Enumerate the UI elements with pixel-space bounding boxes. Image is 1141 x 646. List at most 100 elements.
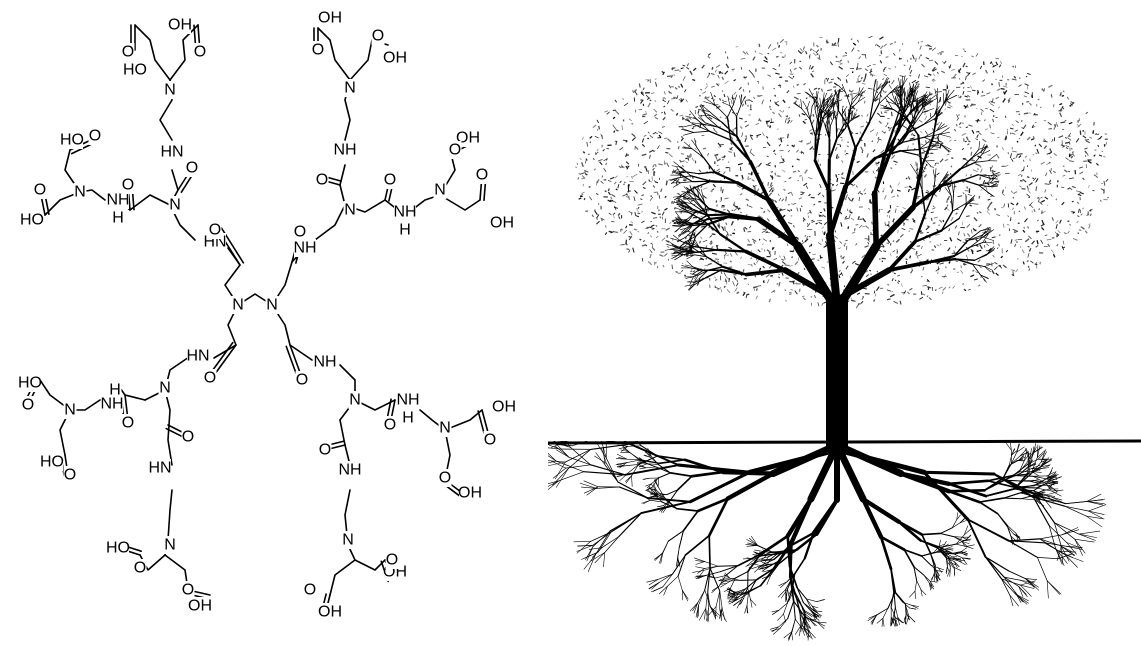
- foliage-mark: [819, 55, 820, 59]
- foliage-mark: [758, 250, 761, 252]
- foliage-mark: [1088, 212, 1089, 215]
- foliage-mark: [788, 118, 791, 120]
- root-segment: [1059, 551, 1076, 552]
- foliage-mark: [594, 169, 595, 171]
- foliage-mark: [938, 92, 942, 93]
- foliage-mark: [630, 231, 632, 235]
- foliage-mark: [1023, 230, 1025, 232]
- root-segment: [679, 465, 750, 472]
- foliage-mark: [791, 289, 794, 290]
- foliage-mark: [1032, 210, 1033, 212]
- foliage-mark: [935, 61, 938, 64]
- foliage-mark: [669, 154, 672, 157]
- foliage-mark: [1069, 106, 1071, 107]
- foliage-mark: [632, 137, 636, 140]
- foliage-mark: [635, 212, 636, 215]
- foliage-mark: [752, 73, 755, 77]
- foliage-mark: [768, 163, 771, 165]
- root-segment: [932, 574, 934, 581]
- foliage-mark: [693, 271, 695, 272]
- foliage-mark: [850, 276, 851, 279]
- foliage-mark: [1012, 133, 1015, 134]
- foliage-mark: [793, 225, 794, 227]
- foliage-mark: [991, 166, 992, 169]
- foliage-mark: [810, 147, 813, 150]
- foliage-mark: [599, 126, 600, 129]
- foliage-mark: [763, 266, 765, 268]
- foliage-mark: [843, 56, 848, 57]
- foliage-mark: [1099, 155, 1102, 156]
- foliage-mark: [736, 113, 737, 115]
- foliage-mark: [836, 56, 837, 58]
- foliage-mark: [903, 126, 907, 129]
- foliage-mark: [970, 86, 971, 89]
- foliage-mark: [819, 222, 822, 224]
- foliage-mark: [846, 79, 847, 83]
- foliage-mark: [974, 279, 978, 280]
- foliage-mark: [840, 64, 843, 65]
- root-segment: [922, 556, 931, 565]
- foliage-mark: [842, 139, 843, 141]
- root-segment: [1009, 541, 1045, 543]
- chemical-bond: [330, 560, 355, 595]
- root-segment: [1088, 511, 1102, 518]
- foliage-mark: [984, 119, 985, 121]
- foliage-mark: [1097, 173, 1098, 175]
- foliage-mark: [1055, 232, 1057, 234]
- foliage-mark: [579, 198, 582, 199]
- root-segment: [745, 605, 747, 613]
- foliage-mark: [638, 231, 639, 232]
- foliage-mark: [653, 185, 655, 187]
- foliage-mark: [1002, 75, 1003, 77]
- foliage-mark: [725, 71, 728, 75]
- foliage-mark: [757, 286, 761, 287]
- foliage-mark: [804, 268, 805, 270]
- foliage-mark: [909, 66, 910, 71]
- atom-label-o: O: [22, 397, 34, 414]
- atom-label-o: O: [182, 582, 194, 599]
- foliage-mark: [752, 239, 756, 241]
- foliage-mark: [754, 97, 755, 99]
- foliage-mark: [1083, 136, 1086, 138]
- foliage-mark: [824, 208, 825, 211]
- foliage-mark: [1069, 136, 1071, 137]
- root-segment: [968, 519, 1009, 540]
- branch-segment: [709, 131, 730, 140]
- foliage-mark: [735, 252, 738, 256]
- root-segment: [809, 631, 812, 639]
- foliage-mark: [1032, 241, 1035, 244]
- foliage-mark: [844, 245, 845, 247]
- foliage-mark: [800, 289, 801, 292]
- branch-segment: [935, 168, 936, 180]
- foliage-mark: [664, 91, 665, 94]
- root-segment: [949, 481, 988, 484]
- foliage-mark: [1102, 151, 1104, 152]
- root-segment: [1009, 541, 1038, 558]
- foliage-mark: [982, 139, 986, 142]
- foliage-mark: [1019, 211, 1020, 212]
- foliage-mark: [1072, 201, 1074, 202]
- branch-segment: [903, 76, 906, 88]
- foliage-mark: [990, 109, 994, 112]
- foliage-mark: [643, 188, 646, 189]
- foliage-mark: [715, 279, 717, 280]
- foliage-mark: [662, 212, 664, 216]
- foliage-mark: [722, 77, 724, 80]
- foliage-mark: [885, 110, 889, 111]
- foliage-mark: [680, 115, 684, 116]
- foliage-mark: [1003, 194, 1005, 196]
- foliage-mark: [780, 39, 784, 42]
- foliage-mark: [898, 182, 900, 185]
- foliage-mark: [752, 180, 755, 182]
- foliage-mark: [661, 112, 663, 113]
- foliage-mark: [1011, 270, 1015, 271]
- foliage-mark: [813, 114, 814, 116]
- foliage-mark: [709, 227, 710, 228]
- foliage-mark: [726, 276, 727, 278]
- foliage-mark: [846, 266, 848, 270]
- root-segment: [1046, 492, 1056, 495]
- foliage-mark: [643, 241, 645, 242]
- root-segment: [788, 601, 794, 618]
- foliage-mark: [955, 225, 957, 228]
- foliage-mark: [791, 210, 792, 211]
